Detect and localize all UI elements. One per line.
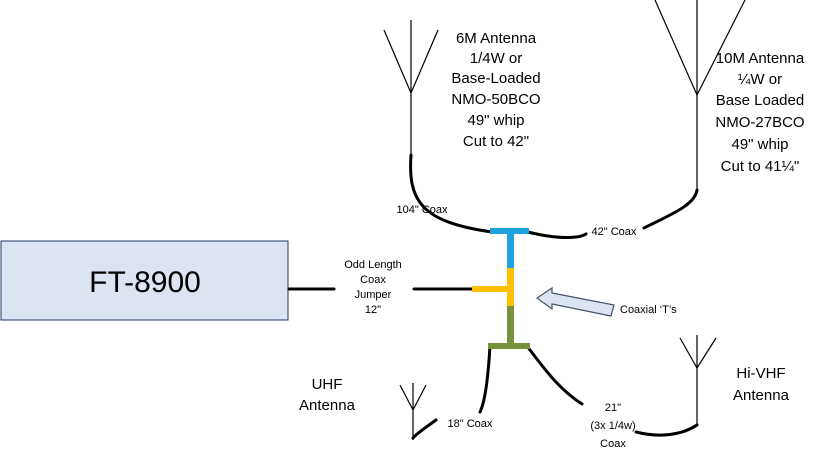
svg-text:Coax: Coax [600,438,626,450]
coax-104-cable [409,153,494,234]
svg-text:Cut to 41¼": Cut to 41¼" [721,158,800,175]
svg-text:21": 21" [605,402,621,414]
tee-bottom-bar [488,343,530,349]
coax-jumper-label: Odd Length Coax Jumper 12" [344,259,402,316]
uhf-antenna-label: UHF Antenna [299,376,356,414]
svg-text:NMO-50BCO: NMO-50BCO [451,91,540,108]
svg-text:6M Antenna: 6M Antenna [456,30,537,47]
svg-text:12": 12" [365,304,381,316]
six-m-antenna-icon [383,20,439,155]
tee-pointer-arrow [535,286,615,317]
radio-label: FT-8900 [89,266,201,299]
hivhf-antenna-icon [679,335,717,425]
coax-21-label: 21" (3x 1/4w) Coax [590,402,635,450]
six-m-antenna-label: 6M Antenna 1/4W or Base-Loaded NMO-50BCO… [451,30,540,150]
tee-top-bar [490,228,529,234]
svg-text:Cut to 42": Cut to 42" [463,133,529,150]
svg-text:49" whip: 49" whip [731,136,788,153]
coax-104-label: 104" Coax [397,204,448,216]
coax-18-cable [478,344,492,414]
svg-text:Odd Length: Odd Length [344,259,402,271]
svg-text:Base-Loaded: Base-Loaded [451,70,540,87]
coax-42-cable-end [642,188,699,230]
uhf-antenna-icon [399,383,427,440]
tee-middle-arm [472,286,510,292]
coax-42-cable [526,230,588,239]
svg-text:1/4W or: 1/4W or [470,50,523,67]
svg-text:UHF: UHF [312,376,343,393]
svg-text:10M Antenna: 10M Antenna [716,50,805,67]
ten-m-antenna-icon [654,0,746,190]
radio-box [0,240,289,321]
coax-42-label: 42" Coax [592,226,637,238]
svg-text:Antenna: Antenna [299,397,356,414]
svg-text:Jumper: Jumper [355,289,392,301]
coax-21-cable [525,344,584,406]
svg-text:Hi-VHF: Hi-VHF [736,365,785,382]
coax-21-cable-end [634,423,699,437]
tee-middle-stem [507,268,514,306]
svg-text:Base Loaded: Base Loaded [716,92,804,109]
tee-top-stem [507,232,514,268]
svg-text:¼W or: ¼W or [738,71,782,88]
svg-text:Antenna: Antenna [733,387,790,404]
tee-bottom-stem [507,306,514,346]
svg-text:NMO-27BCO: NMO-27BCO [715,114,804,131]
svg-text:Coax: Coax [360,274,386,286]
coax-18-label: 18" Coax [448,418,493,430]
tee-label: Coaxial ‘T’s [620,304,677,316]
svg-text:49" whip: 49" whip [467,112,524,129]
ten-m-antenna-label: 10M Antenna ¼W or Base Loaded NMO-27BCO … [715,50,804,175]
svg-text:(3x 1/4w): (3x 1/4w) [590,420,635,432]
hivhf-antenna-label: Hi-VHF Antenna [733,365,790,404]
coax-18-cable-end [411,418,438,440]
